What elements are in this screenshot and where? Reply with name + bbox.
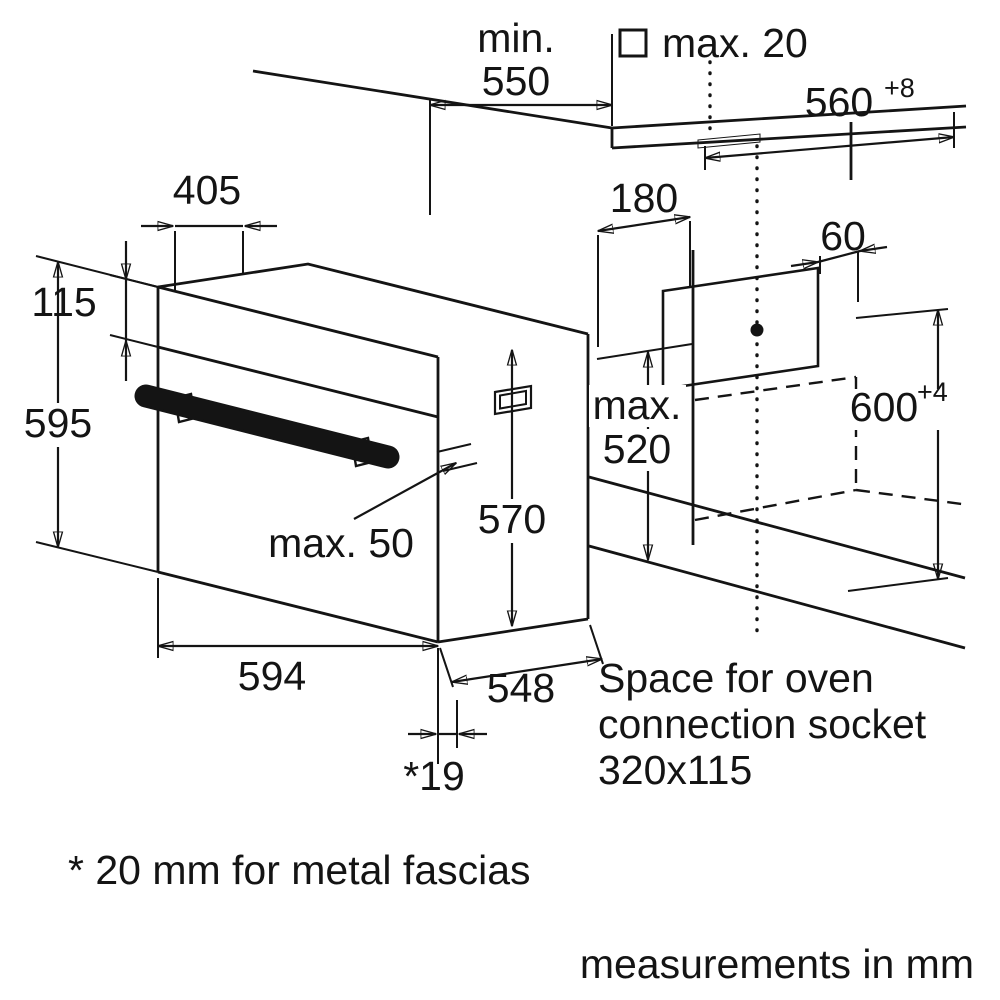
oven-side-bottom-edge [437, 617, 589, 644]
dim-control-panel-height-value: 115 [31, 279, 96, 325]
ext-line [109, 334, 159, 348]
dim-fascia-gap-value: max. 20 [662, 20, 808, 66]
dim-line [598, 217, 690, 231]
ext-line [35, 255, 159, 288]
dim-oven-height: 595 [22, 255, 159, 573]
dim-carcass-height: 570 [477, 350, 547, 626]
notes: Space for oven connection socket 320x115… [68, 655, 974, 987]
dim-niche-width-value: 560 [805, 79, 873, 125]
dim-oven-width: 594 [157, 578, 439, 764]
dim-niche-height-value: 600 [850, 384, 918, 430]
dim-niche-height: 600 +4 [845, 308, 953, 592]
dim-line [452, 659, 602, 682]
dim-oven-height-value: 595 [24, 400, 92, 446]
fascia-note: * 20 mm for metal fascias [68, 847, 531, 893]
niche-hidden-edge [694, 375, 857, 402]
dim-oven-depth: 548 [439, 624, 604, 711]
connection-socket-area [661, 144, 820, 636]
side-slot-outer [493, 384, 533, 416]
oven [134, 262, 590, 644]
dim-socket-offset-horizontal: 180 [598, 175, 690, 347]
oven-front-bottom-edge [157, 570, 439, 644]
socket-note-line1: Space for oven [598, 655, 874, 701]
worktop-back-edge-left [252, 69, 613, 130]
dim-oven-depth-value: 548 [487, 665, 555, 711]
socket-center-dot [750, 323, 764, 337]
oven-top-face [157, 262, 589, 336]
label-halo [22, 403, 94, 447]
ext-line [596, 343, 693, 360]
ext-line [439, 647, 454, 688]
dim-arrow [860, 247, 888, 251]
ext-line [35, 541, 159, 573]
ext-line [855, 308, 949, 319]
dim-socket-max-value: 520 [603, 426, 671, 472]
ext-line [847, 577, 949, 592]
label-halo [477, 499, 547, 543]
dim-niche-depth-prefix: min. [477, 15, 554, 61]
dim-door-overhang: *19 [403, 700, 487, 799]
dim-handle-clearance: max. 50 [268, 443, 478, 566]
dim-carcass-height-value: 570 [478, 496, 546, 542]
shelf-front-bottom-edge [588, 544, 966, 650]
dim-socket-max-height: max. 520 [589, 343, 693, 560]
dim-arrow [790, 262, 818, 266]
dim-line [817, 249, 861, 264]
dim-niche-width: 560 +8 [705, 73, 954, 170]
label-halo [589, 385, 686, 427]
niche-hidden-edge [855, 488, 963, 506]
dim-niche-height-tolerance: +4 [917, 377, 948, 407]
dim-socket-offset-horizontal-value: 180 [610, 175, 678, 221]
leader-arrow [353, 463, 456, 520]
worktop-front-edge [611, 125, 967, 150]
dim-handle-clearance-value: max. 50 [268, 520, 414, 566]
dim-niche-depth: min. 550 [429, 15, 613, 215]
dim-socket-offset-side-value: 60 [820, 213, 866, 259]
units-note: measurements in mm [580, 941, 974, 987]
dim-top-depth: 405 [141, 167, 277, 291]
label-halo [597, 429, 678, 471]
dim-top-depth-value: 405 [173, 167, 241, 213]
fascia-gap: max. 20 [618, 20, 808, 149]
tick-line [442, 462, 478, 472]
dim-niche-depth-value: 550 [482, 58, 550, 104]
oven-front-top-edge [157, 285, 439, 359]
label-halo [845, 389, 953, 430]
dim-niche-width-tolerance: +8 [884, 73, 915, 103]
dim-door-overhang-value: *19 [403, 753, 465, 799]
gap-square-icon [618, 28, 648, 58]
dim-socket-max-label: max. [593, 382, 682, 428]
dim-control-panel-height: 115 [31, 241, 159, 381]
dim-oven-width-value: 594 [238, 653, 306, 699]
dim-line [705, 137, 954, 158]
worktop-back-edge-right [611, 104, 967, 130]
socket-note-line2: connection socket [598, 701, 927, 747]
niche-hidden-edge [694, 488, 857, 522]
door-handle [137, 387, 397, 466]
control-panel-line [157, 345, 439, 419]
tick-line [436, 443, 472, 453]
socket-note-line3: 320x115 [598, 747, 752, 793]
socket-hatched-box [661, 266, 820, 391]
shelf-front-top-edge [588, 475, 966, 580]
dim-socket-offset-side: 60 [790, 213, 888, 302]
